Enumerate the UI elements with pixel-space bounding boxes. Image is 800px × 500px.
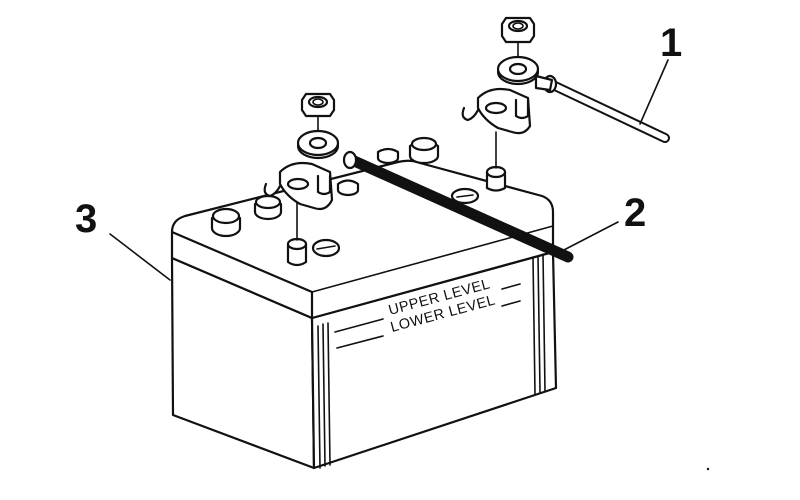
battery-body — [170, 159, 558, 470]
positive-post — [485, 165, 507, 192]
callout-leader-1 — [639, 59, 669, 125]
callout-1: 1 — [660, 21, 682, 65]
positive-nut-icon — [500, 16, 536, 44]
cell-cap-icon — [376, 147, 400, 165]
negative-clamp-icon — [263, 161, 334, 211]
negative-nut-icon — [300, 92, 336, 118]
negative-cable — [342, 150, 574, 263]
callout-2: 2 — [624, 191, 646, 235]
positive-terminal-mark — [450, 187, 480, 205]
cell-cap-icon — [336, 179, 360, 197]
callout-leader-2 — [559, 221, 619, 253]
positive-clamp-icon — [461, 87, 532, 135]
negative-post — [286, 237, 308, 267]
callout-3: 3 — [75, 197, 97, 241]
negative-terminal-mark — [311, 238, 341, 258]
cell-cap-icon — [408, 136, 440, 165]
callout-leader-3 — [109, 233, 171, 281]
speck-mark — [706, 467, 710, 471]
negative-washer-icon — [296, 129, 340, 160]
cell-cap-icon — [210, 207, 242, 238]
positive-washer-icon — [496, 55, 554, 92]
cell-cap-icon — [253, 194, 283, 221]
